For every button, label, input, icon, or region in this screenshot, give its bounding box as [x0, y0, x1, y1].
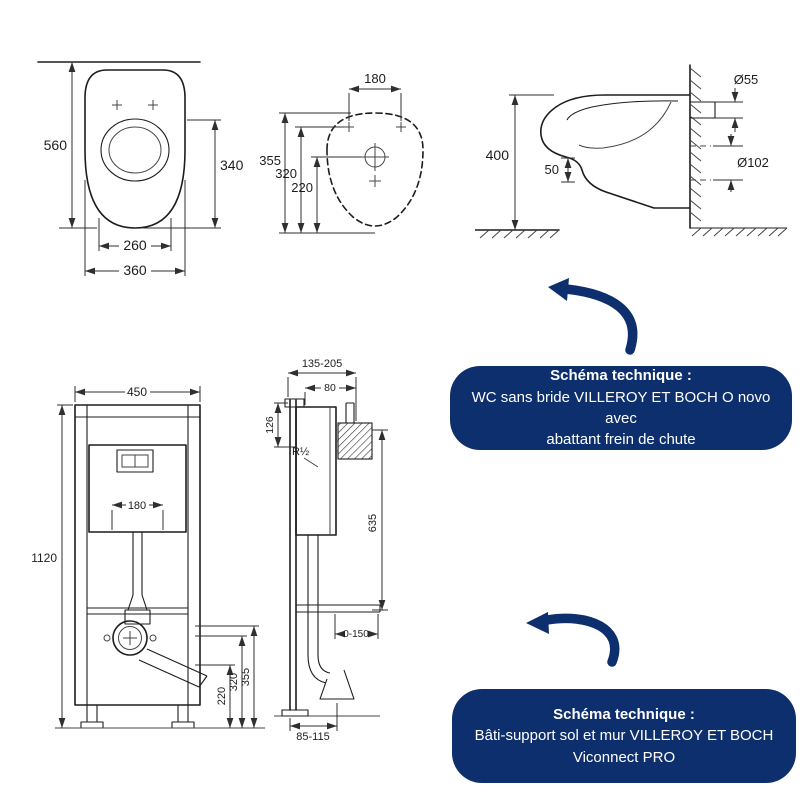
- dim-diam55: Ø55: [734, 72, 759, 87]
- dim-0-150: 0-150: [343, 629, 369, 640]
- frame-side-drawing: [274, 398, 381, 717]
- dim-85-115: 85-115: [296, 731, 329, 743]
- dim-180: 180: [364, 71, 386, 86]
- badge-wc-title: Schéma technique :: [550, 367, 692, 385]
- outlet-stub: [690, 101, 716, 119]
- frame-front-drawing: [55, 404, 265, 729]
- wall-hatching: [689, 67, 702, 222]
- badge-frame-title: Schéma technique :: [553, 706, 695, 724]
- dim-inlet-r: R½: [292, 446, 309, 458]
- dim-1120: 1120: [31, 551, 57, 565]
- badge-wc-technical: Schéma technique : WC sans bride VILLERO…: [450, 366, 792, 450]
- cistern: [88, 444, 187, 533]
- badge-wc-line1: WC sans bride VILLEROY ET BOCH O novo av…: [471, 388, 771, 427]
- arrow-to-frame-diagram-head: [526, 612, 549, 634]
- frame-feet: [86, 705, 189, 722]
- dim-220-frame: 220: [216, 687, 228, 705]
- dim-diam102: Ø102: [737, 155, 769, 170]
- drain-elbow: [307, 654, 331, 684]
- flush-plate: [116, 449, 154, 473]
- frame-side-dimensions: 135-205 80 126 R½ 635 0-150: [264, 358, 388, 743]
- floor-hatching-right: [691, 227, 788, 237]
- frame-side-view-diagram: 135-205 80 126 R½ 635 0-150: [264, 358, 388, 743]
- wc-side-view-diagram: 400 Ø55 Ø102 50: [475, 64, 788, 239]
- arrow-to-frame-diagram: [542, 613, 620, 667]
- dim-126: 126: [264, 416, 276, 434]
- dim-450: 450: [127, 385, 147, 399]
- dim-180-frame: 180: [128, 500, 146, 512]
- dim-400: 400: [486, 147, 510, 163]
- dim-635: 635: [367, 514, 379, 532]
- badge-frame-technical: Schéma technique : Bâti-support sol et m…: [452, 689, 796, 783]
- badge-wc-line2: abattant frein de chute: [546, 431, 696, 449]
- arrow-to-wc-diagram: [561, 284, 638, 355]
- wc-side-dimensions: 400 Ø55 Ø102 50: [486, 72, 769, 230]
- arrow-to-wc-diagram-head: [548, 278, 569, 301]
- outlet-ring: [112, 620, 148, 656]
- frame-front-dimensions: 450 1120 180 220 320 355: [31, 385, 259, 728]
- dim-50: 50: [545, 162, 559, 177]
- dim-360: 360: [123, 262, 147, 278]
- dim-340: 340: [220, 157, 244, 173]
- frame-front-view-diagram: 450 1120 180 220 320 355: [31, 385, 265, 729]
- wc-top-view-diagram: 180 355 320 220: [259, 71, 424, 234]
- outlet-bell: [319, 669, 355, 700]
- wc-front-view-diagram: 560 340 260 360: [37, 61, 244, 278]
- dim-320: 320: [275, 166, 297, 181]
- mounting-hole-marks: [344, 122, 406, 132]
- wc-front-drawing: [37, 61, 201, 229]
- dim-355-frame: 355: [240, 668, 252, 686]
- dim-220: 220: [291, 180, 313, 195]
- floor-hatching: [479, 229, 560, 239]
- seat-hinge-marks: [112, 100, 158, 110]
- wc-side-drawing: [475, 64, 788, 239]
- support-arm: [296, 604, 381, 613]
- badge-frame-line2: Viconnect PRO: [572, 748, 676, 766]
- flush-mechanism-block: [337, 422, 373, 460]
- dim-560: 560: [44, 137, 68, 153]
- dim-320-frame: 320: [228, 673, 240, 691]
- wc-top-drawing: [326, 112, 424, 227]
- badge-frame-line1: Bâti-support sol et mur VILLEROY ET BOCH: [474, 727, 774, 745]
- dim-260: 260: [123, 237, 147, 253]
- dim-80: 80: [324, 382, 336, 394]
- cistern-side: [295, 406, 337, 536]
- dim-355: 355: [259, 153, 281, 168]
- outlet-elbow-pipe: [138, 648, 208, 688]
- wc-top-dimensions: 180 355 320 220: [259, 71, 402, 234]
- dim-135-205: 135-205: [302, 358, 342, 370]
- wc-front-dimensions: 560 340 260 360: [44, 62, 244, 278]
